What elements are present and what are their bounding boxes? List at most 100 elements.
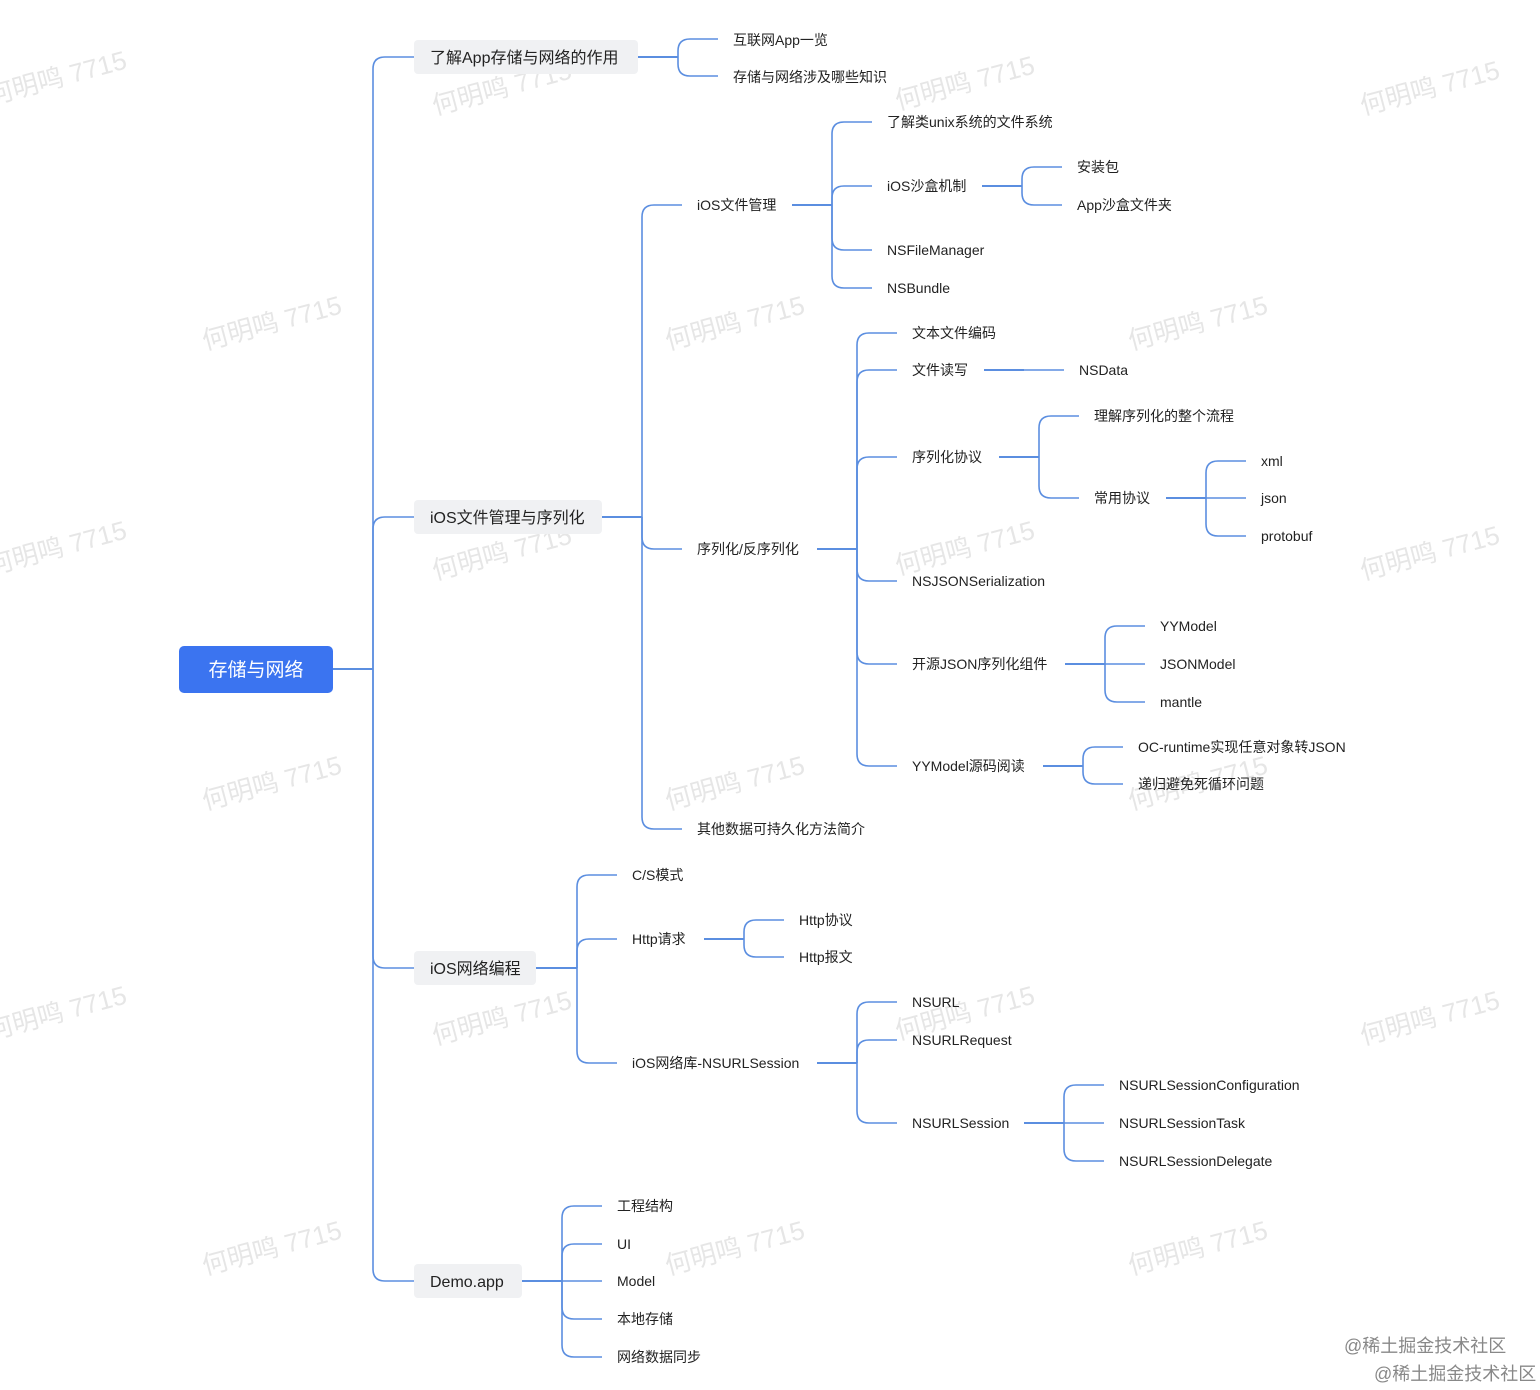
root-label: 存储与网络 xyxy=(208,659,303,681)
node-sandbox[interactable]: iOS沙盒机制 xyxy=(887,178,966,194)
connector-line xyxy=(372,56,414,669)
connector-line xyxy=(641,517,682,550)
connector-lines xyxy=(333,38,1246,1358)
watermark-text: 何明鸣 7715 xyxy=(1125,1215,1271,1281)
connector-line xyxy=(1205,498,1246,537)
watermark-text: 何明鸣 7715 xyxy=(892,50,1038,116)
connector-line xyxy=(561,1205,602,1281)
watermark-text: 何明鸣 7715 xyxy=(199,750,345,816)
watermark-text: 何明鸣 7715 xyxy=(1357,55,1503,121)
connector-line xyxy=(1038,415,1079,457)
footer-line-2: @稀土掘金技术社区 xyxy=(1374,1364,1536,1384)
node-nsbundle[interactable]: NSBundle xyxy=(887,280,950,296)
node-sandbox-folder[interactable]: App沙盒文件夹 xyxy=(1077,197,1172,213)
node-nsurlsession[interactable]: NSURLSession xyxy=(912,1115,1009,1131)
node-internet-apps[interactable]: 互联网App一览 xyxy=(733,32,828,48)
branch-label: iOS网络编程 xyxy=(430,959,521,978)
node-xml[interactable]: xml xyxy=(1261,453,1283,469)
connector-line xyxy=(1021,186,1062,206)
connector-line xyxy=(1063,1084,1104,1123)
node-session-delegate[interactable]: NSURLSessionDelegate xyxy=(1119,1153,1273,1169)
connector-line xyxy=(576,968,617,1064)
node-nsdata[interactable]: NSData xyxy=(1079,362,1128,378)
connector-line xyxy=(1205,460,1246,498)
node-jsonmodel[interactable]: JSONModel xyxy=(1160,656,1235,672)
root-node[interactable]: 存储与网络 xyxy=(179,646,333,693)
node-nsfilemanager[interactable]: NSFileManager xyxy=(887,242,985,258)
watermark-text: 何明鸣 7715 xyxy=(892,515,1038,581)
connector-line xyxy=(372,669,414,1282)
node-nsjsonserialization[interactable]: NSJSONSerialization xyxy=(912,573,1045,589)
node-text-encoding[interactable]: 文本文件编码 xyxy=(912,325,996,341)
watermark-text: 何明鸣 7715 xyxy=(429,985,575,1051)
branch-label: Demo.app xyxy=(430,1274,504,1291)
branch-node-network[interactable]: iOS网络编程 xyxy=(414,951,536,985)
node-project-structure[interactable]: 工程结构 xyxy=(617,1198,673,1214)
node-http-protocol[interactable]: Http协议 xyxy=(799,912,853,928)
connector-line xyxy=(831,205,872,251)
node-session-configuration[interactable]: NSURLSessionConfiguration xyxy=(1119,1077,1300,1093)
node-http-message[interactable]: Http报文 xyxy=(799,949,853,965)
connector-line xyxy=(831,185,872,205)
node-other-persistence[interactable]: 其他数据可持久化方法简介 xyxy=(697,821,865,837)
connector-line xyxy=(677,57,718,77)
node-ui[interactable]: UI xyxy=(617,1236,631,1252)
node-protobuf[interactable]: protobuf xyxy=(1261,528,1312,544)
node-mantle[interactable]: mantle xyxy=(1160,694,1202,710)
connector-line xyxy=(856,1039,897,1063)
connector-line xyxy=(856,549,897,665)
connector-line xyxy=(641,204,682,517)
connector-line xyxy=(856,456,897,549)
node-ios-file-management[interactable]: iOS文件管理 xyxy=(697,197,776,213)
connector-line xyxy=(677,38,718,57)
node-model[interactable]: Model xyxy=(617,1273,655,1289)
node-serial-flow[interactable]: 理解序列化的整个流程 xyxy=(1094,408,1234,424)
connector-line xyxy=(856,1063,897,1124)
node-serial-protocol[interactable]: 序列化协议 xyxy=(912,449,982,465)
node-nsurlrequest[interactable]: NSURLRequest xyxy=(912,1032,1012,1048)
node-json[interactable]: json xyxy=(1260,490,1287,506)
watermark-text: 何明鸣 7715 xyxy=(199,290,345,356)
connector-line xyxy=(1021,166,1062,186)
node-local-storage[interactable]: 本地存储 xyxy=(617,1311,673,1327)
watermark-text: 何明鸣 7715 xyxy=(0,45,130,111)
watermark-text: 何明鸣 7715 xyxy=(0,980,130,1046)
node-serialization[interactable]: 序列化/反序列化 xyxy=(697,541,799,557)
watermark-text: 何明鸣 7715 xyxy=(662,750,808,816)
node-file-rw[interactable]: 文件读写 xyxy=(912,362,968,378)
node-nsurl[interactable]: NSURL xyxy=(912,994,960,1010)
node-oc-runtime[interactable]: OC-runtime实现任意对象转JSON xyxy=(1138,739,1346,755)
connector-line xyxy=(856,369,897,549)
connector-line xyxy=(1082,766,1123,785)
connector-line xyxy=(1082,746,1123,766)
connector-line xyxy=(576,938,617,968)
node-knowledge[interactable]: 存储与网络涉及哪些知识 xyxy=(733,69,887,85)
connector-line xyxy=(1038,457,1079,499)
connector-line xyxy=(561,1281,602,1358)
connector-line xyxy=(372,669,414,969)
connector-line xyxy=(856,549,897,582)
connector-line xyxy=(561,1243,602,1281)
node-data-sync[interactable]: 网络数据同步 xyxy=(617,1349,701,1365)
node-cs-mode[interactable]: C/S模式 xyxy=(632,867,683,883)
connector-line xyxy=(856,332,897,549)
node-network-library[interactable]: iOS网络库-NSURLSession xyxy=(632,1055,799,1071)
connector-line xyxy=(372,516,414,669)
node-session-task[interactable]: NSURLSessionTask xyxy=(1119,1115,1246,1131)
node-unix-filesystem[interactable]: 了解类unix系统的文件系统 xyxy=(887,114,1053,130)
connector-line xyxy=(856,1001,897,1063)
watermark-text: 何明鸣 7715 xyxy=(662,1215,808,1281)
node-yymodel-reading[interactable]: YYModel源码阅读 xyxy=(912,758,1025,774)
node-recursion[interactable]: 递归避免死循环问题 xyxy=(1138,776,1264,792)
branch-node-demo[interactable]: Demo.app xyxy=(414,1264,522,1298)
branch-label: 了解App存储与网络的作用 xyxy=(430,48,618,67)
node-http-request[interactable]: Http请求 xyxy=(632,931,686,947)
node-common-protocols[interactable]: 常用协议 xyxy=(1094,490,1150,506)
branch-node-app-role[interactable]: 了解App存储与网络的作用 xyxy=(414,40,638,74)
connector-line xyxy=(743,939,784,958)
watermark-text: 何明鸣 7715 xyxy=(199,1215,345,1281)
node-install-package[interactable]: 安装包 xyxy=(1077,159,1119,175)
node-open-source-json[interactable]: 开源JSON序列化组件 xyxy=(912,656,1047,672)
branch-node-file-serial[interactable]: iOS文件管理与序列化 xyxy=(414,500,602,534)
node-yymodel[interactable]: YYModel xyxy=(1160,618,1217,634)
